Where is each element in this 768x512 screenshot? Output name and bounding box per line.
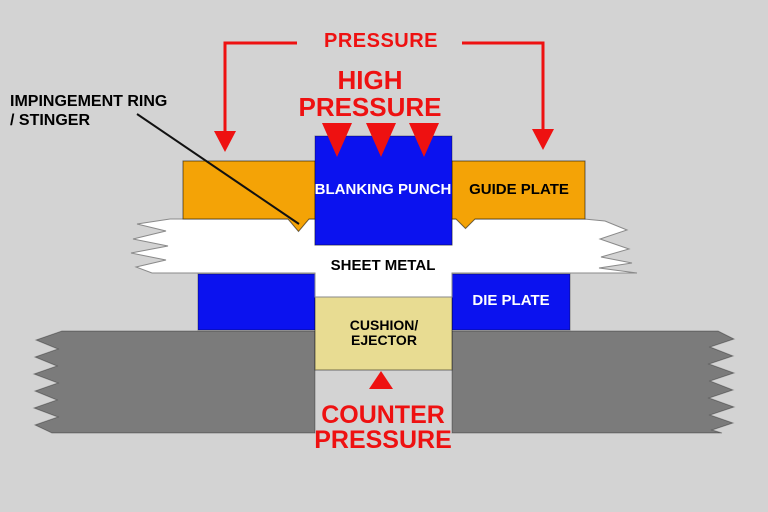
pressure-bracket-right-line bbox=[462, 41, 545, 131]
high-pressure-line2: PRESSURE bbox=[298, 92, 442, 122]
impingement-leader-line bbox=[136, 113, 300, 225]
high-pressure-label: HIGH PRESSURE bbox=[298, 67, 441, 121]
counter-line1: COUNTER bbox=[321, 401, 445, 429]
counter-line2: PRESSURE bbox=[314, 426, 452, 454]
press-base-right bbox=[451, 330, 736, 434]
cushion-line2: EJECTOR bbox=[351, 332, 417, 348]
die-plate-right-block bbox=[451, 273, 571, 331]
counter-pressure-label: COUNTER PRESSURE bbox=[314, 403, 452, 453]
pressure-bracket-left-line bbox=[223, 41, 297, 133]
high-pressure-arrow-icon bbox=[366, 123, 396, 157]
guide-plate-label: GUIDE PLATE bbox=[469, 181, 569, 198]
high-pressure-arrow-icon bbox=[322, 123, 352, 157]
high-pressure-arrow-icon bbox=[409, 123, 439, 157]
guide-plate-right-block bbox=[451, 160, 586, 230]
pressure-label: PRESSURE bbox=[323, 30, 439, 52]
cushion-line1: CUSHION/ bbox=[349, 317, 419, 333]
die-plate-left-block bbox=[197, 273, 316, 331]
die-plate-label: DIE PLATE bbox=[472, 292, 550, 309]
blanking-punch-label: BLANKING PUNCH bbox=[314, 181, 452, 198]
pressure-down-arrow-icon bbox=[214, 131, 236, 152]
press-base-left bbox=[32, 330, 316, 434]
high-pressure-line1: HIGH bbox=[337, 65, 403, 95]
impingement-ring-label: IMPINGEMENT RING / STINGER bbox=[10, 92, 167, 130]
cushion-ejector-label: CUSHION/ EJECTOR bbox=[350, 318, 418, 348]
counter-pressure-arrow-icon bbox=[369, 371, 393, 389]
pressure-down-arrow-icon bbox=[532, 129, 554, 150]
cushion-ejector-block bbox=[314, 296, 453, 371]
sheet-metal-label: SHEET METAL bbox=[330, 257, 436, 274]
impingement-line1: IMPINGEMENT RING bbox=[10, 93, 168, 110]
impingement-line2: / STINGER bbox=[10, 112, 91, 129]
